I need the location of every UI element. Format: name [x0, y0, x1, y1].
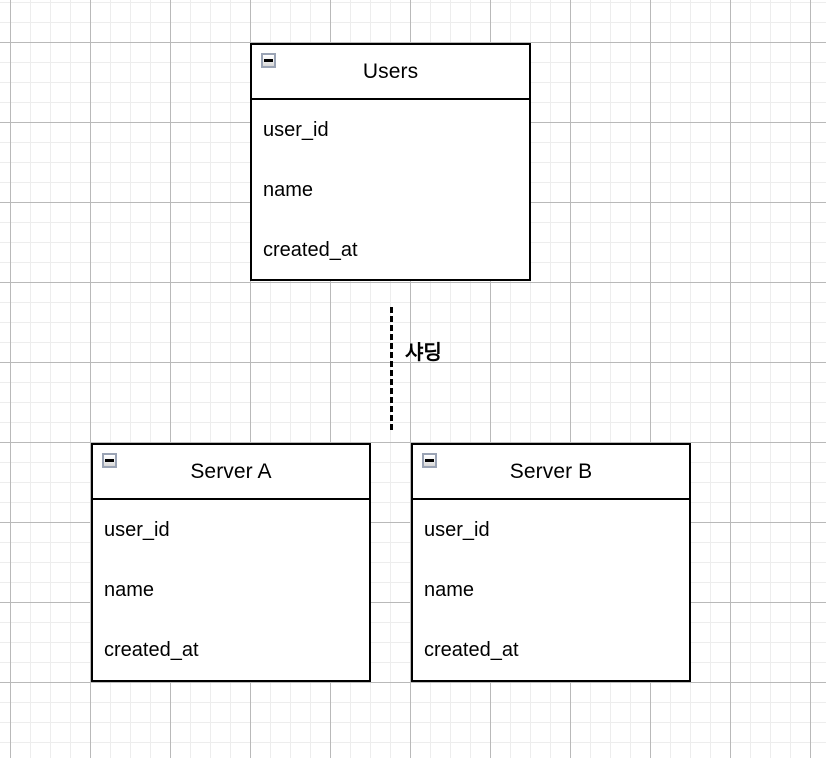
entity-users[interactable]: Users user_id name created_at: [250, 43, 531, 281]
minus-square-icon[interactable]: [102, 453, 117, 468]
field-row[interactable]: name: [93, 560, 369, 620]
entity-users-title: Users: [362, 60, 419, 83]
field-row[interactable]: user_id: [93, 500, 369, 560]
field-label: name: [263, 179, 314, 201]
entity-server-a-header: Server A: [93, 445, 369, 500]
field-row[interactable]: created_at: [413, 620, 689, 680]
field-label: name: [424, 579, 475, 601]
entity-server-b-title: Server B: [509, 460, 593, 483]
entity-server-b-fields: user_id name created_at: [413, 500, 689, 680]
sharding-connector-label: 샤딩: [405, 342, 442, 364]
field-row[interactable]: created_at: [93, 620, 369, 680]
field-label: user_id: [263, 119, 329, 141]
field-label: user_id: [424, 519, 490, 541]
field-row[interactable]: name: [413, 560, 689, 620]
entity-users-header: Users: [252, 45, 529, 100]
entity-server-a[interactable]: Server A user_id name created_at: [91, 443, 371, 682]
entity-server-a-fields: user_id name created_at: [93, 500, 369, 680]
minus-square-icon[interactable]: [261, 53, 276, 68]
minus-square-icon[interactable]: [422, 453, 437, 468]
field-label: user_id: [104, 519, 170, 541]
field-label: created_at: [263, 239, 358, 261]
entity-users-fields: user_id name created_at: [252, 100, 529, 280]
field-label: created_at: [104, 639, 199, 661]
entity-server-b-header: Server B: [413, 445, 689, 500]
field-row[interactable]: user_id: [252, 100, 529, 160]
sharding-connector-line: [390, 307, 393, 430]
field-label: name: [104, 579, 155, 601]
field-row[interactable]: user_id: [413, 500, 689, 560]
field-row[interactable]: name: [252, 160, 529, 220]
entity-server-a-title: Server A: [190, 460, 272, 483]
field-row[interactable]: created_at: [252, 220, 529, 280]
field-label: created_at: [424, 639, 519, 661]
entity-server-b[interactable]: Server B user_id name created_at: [411, 443, 691, 682]
